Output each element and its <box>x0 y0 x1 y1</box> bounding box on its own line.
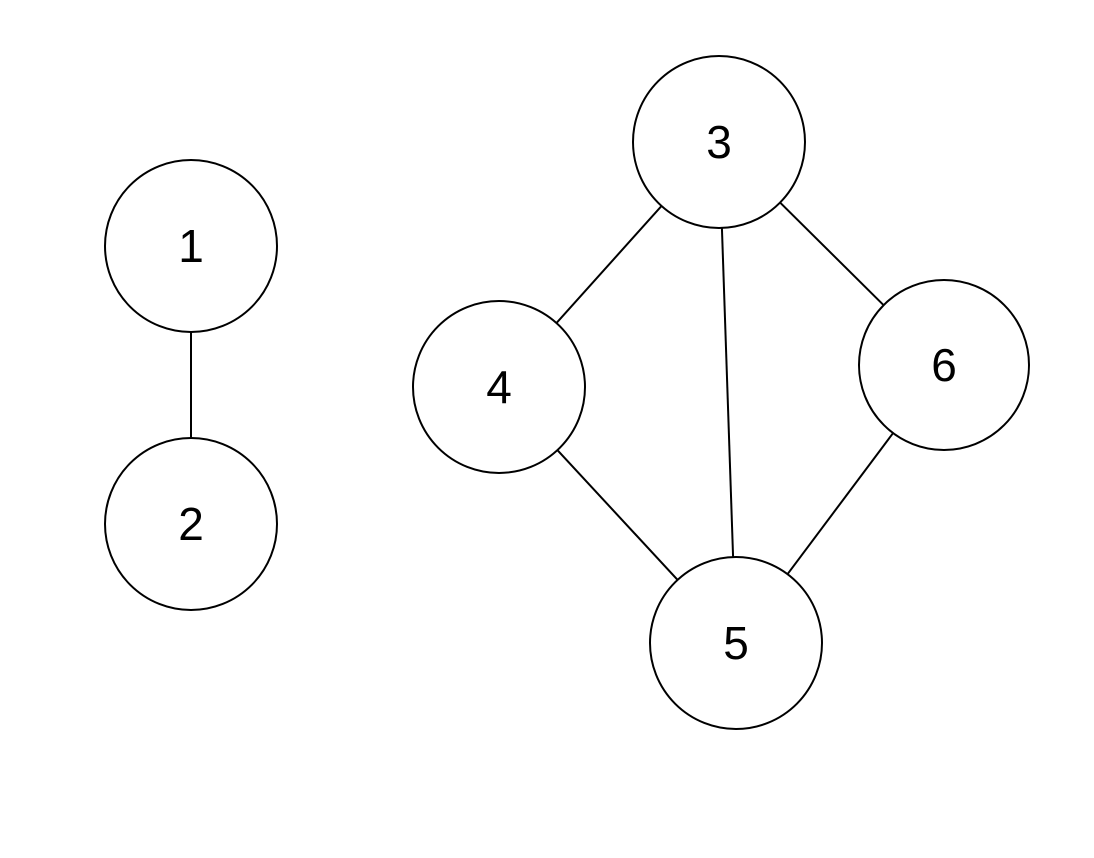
nodes-layer: 1 2 3 4 5 6 <box>104 55 1030 730</box>
node-label-4: 4 <box>486 361 512 413</box>
node-circle-1 <box>104 159 278 333</box>
node-circle-2 <box>104 437 278 611</box>
node-label-2: 2 <box>178 498 204 550</box>
node-circle-4 <box>412 300 586 474</box>
node-label-3: 3 <box>706 116 732 168</box>
node-label-1: 1 <box>178 220 204 272</box>
node-label-5: 5 <box>723 617 749 669</box>
node-1: 1 <box>104 159 278 333</box>
node-6: 6 <box>858 279 1030 451</box>
node-circle-5 <box>649 556 823 730</box>
node-circle-6 <box>858 279 1030 451</box>
node-2: 2 <box>104 437 278 611</box>
node-4: 4 <box>412 300 586 474</box>
node-circle-3 <box>632 55 806 229</box>
node-label-6: 6 <box>931 339 957 391</box>
node-5: 5 <box>649 556 823 730</box>
node-3: 3 <box>632 55 806 229</box>
